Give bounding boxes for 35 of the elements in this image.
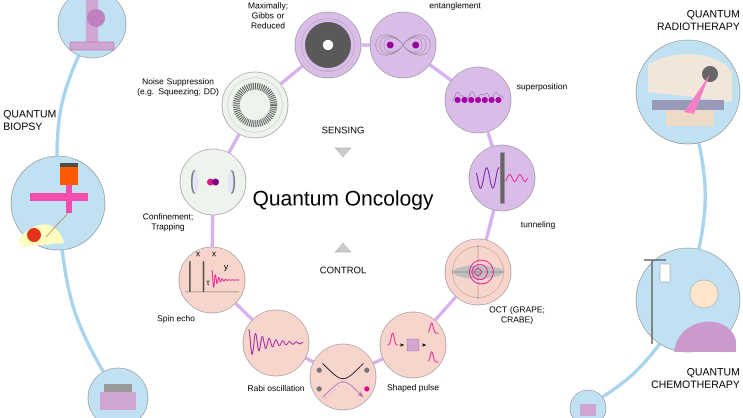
method-label: Maximally; Gibbs or Reduced — [248, 2, 288, 28]
connector-line — [60, 250, 105, 372]
axis-letter: x — [212, 252, 216, 256]
axis-letter: y — [224, 264, 228, 272]
connector-line — [361, 43, 370, 47]
connector-line — [210, 215, 214, 247]
connector-line — [280, 64, 304, 86]
axis-letter: x — [196, 252, 200, 256]
connector-line — [227, 133, 241, 154]
method-label: Shaped pulse — [387, 384, 439, 392]
connector-line — [428, 63, 452, 82]
method-label: entanglement — [430, 2, 481, 10]
method-label: Noise Suppression (e.g. Squeezing; DD) — [138, 78, 218, 96]
connector-line — [484, 210, 496, 240]
connector-line — [434, 296, 458, 322]
method-label: Confinement; Trapping — [143, 213, 193, 232]
connector-line — [304, 356, 314, 364]
therapy-label: QUANTUM CHEMOTHERAPY — [652, 368, 740, 388]
section-label: SENSING — [322, 126, 364, 134]
method-label: Spin echo — [158, 315, 195, 323]
method-label: superposition — [516, 83, 567, 91]
connector-line — [234, 302, 254, 321]
section-label: CONTROL — [320, 266, 366, 274]
connector-line — [602, 342, 662, 398]
connector-line — [697, 142, 708, 250]
method-label: tunneling — [520, 221, 555, 229]
method-label: Rabi oscillation — [248, 384, 304, 392]
axis-letter: τ — [206, 280, 210, 286]
title: Quantum Oncology — [254, 190, 434, 210]
method-label: OCT (GRAPE; CRABE) — [490, 306, 544, 324]
connector-line — [372, 357, 384, 365]
therapy-label: QUANTUM BIOPSY — [4, 110, 56, 130]
connector-line — [55, 54, 80, 156]
connector-line — [486, 131, 494, 147]
therapy-label: QUANTUM RADIOTHERAPY — [658, 10, 740, 30]
